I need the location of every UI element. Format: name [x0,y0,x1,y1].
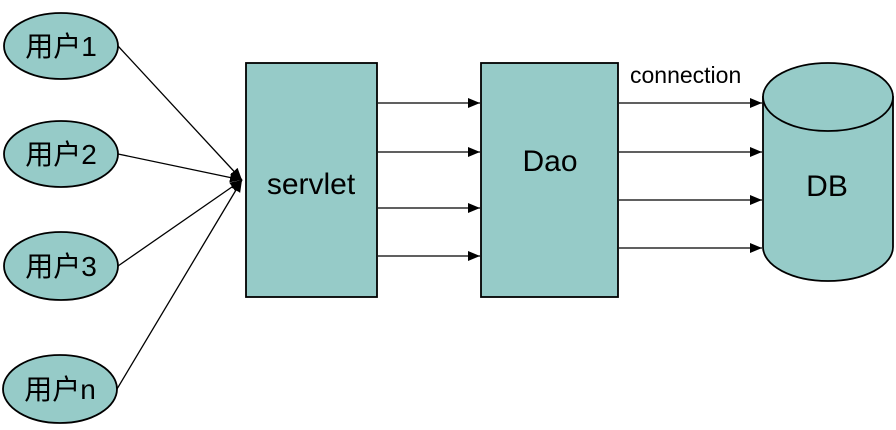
db-cylinder-top [762,62,894,132]
servlet-to-dao-arrows [378,98,480,261]
dao-to-db-arrows [619,98,762,253]
user-node-3: 用户3 [3,231,119,301]
user-to-servlet-arrows [116,45,243,390]
usern-ellipse [2,354,118,424]
user-node-n: 用户n [2,354,118,424]
user3-label: 用户3 [25,251,97,282]
user2-to-servlet-arrow [117,153,243,183]
user-node-2: 用户2 [3,120,119,188]
servlet-node: servlet [245,62,378,298]
user2-label: 用户2 [25,139,97,170]
servlet-label: servlet [267,168,356,201]
user3-ellipse [3,231,119,301]
user1-ellipse [3,12,119,80]
user1-label: 用户1 [25,31,97,62]
dao-box [480,62,619,298]
usern-label: 用户n [24,374,96,405]
dao-node: Dao [480,62,619,298]
user3-to-servlet-arrow [117,179,243,267]
servlet-box [245,62,378,298]
db-label: DB [806,170,848,203]
db-node: DB [762,62,894,282]
dao-label: Dao [522,145,577,178]
user2-ellipse [3,120,119,188]
connection-label: connection [630,62,741,88]
user1-to-servlet-arrow [117,45,243,181]
usern-to-servlet-arrow [116,179,243,390]
db-cylinder-body [762,96,894,282]
user-node-1: 用户1 [3,12,119,80]
